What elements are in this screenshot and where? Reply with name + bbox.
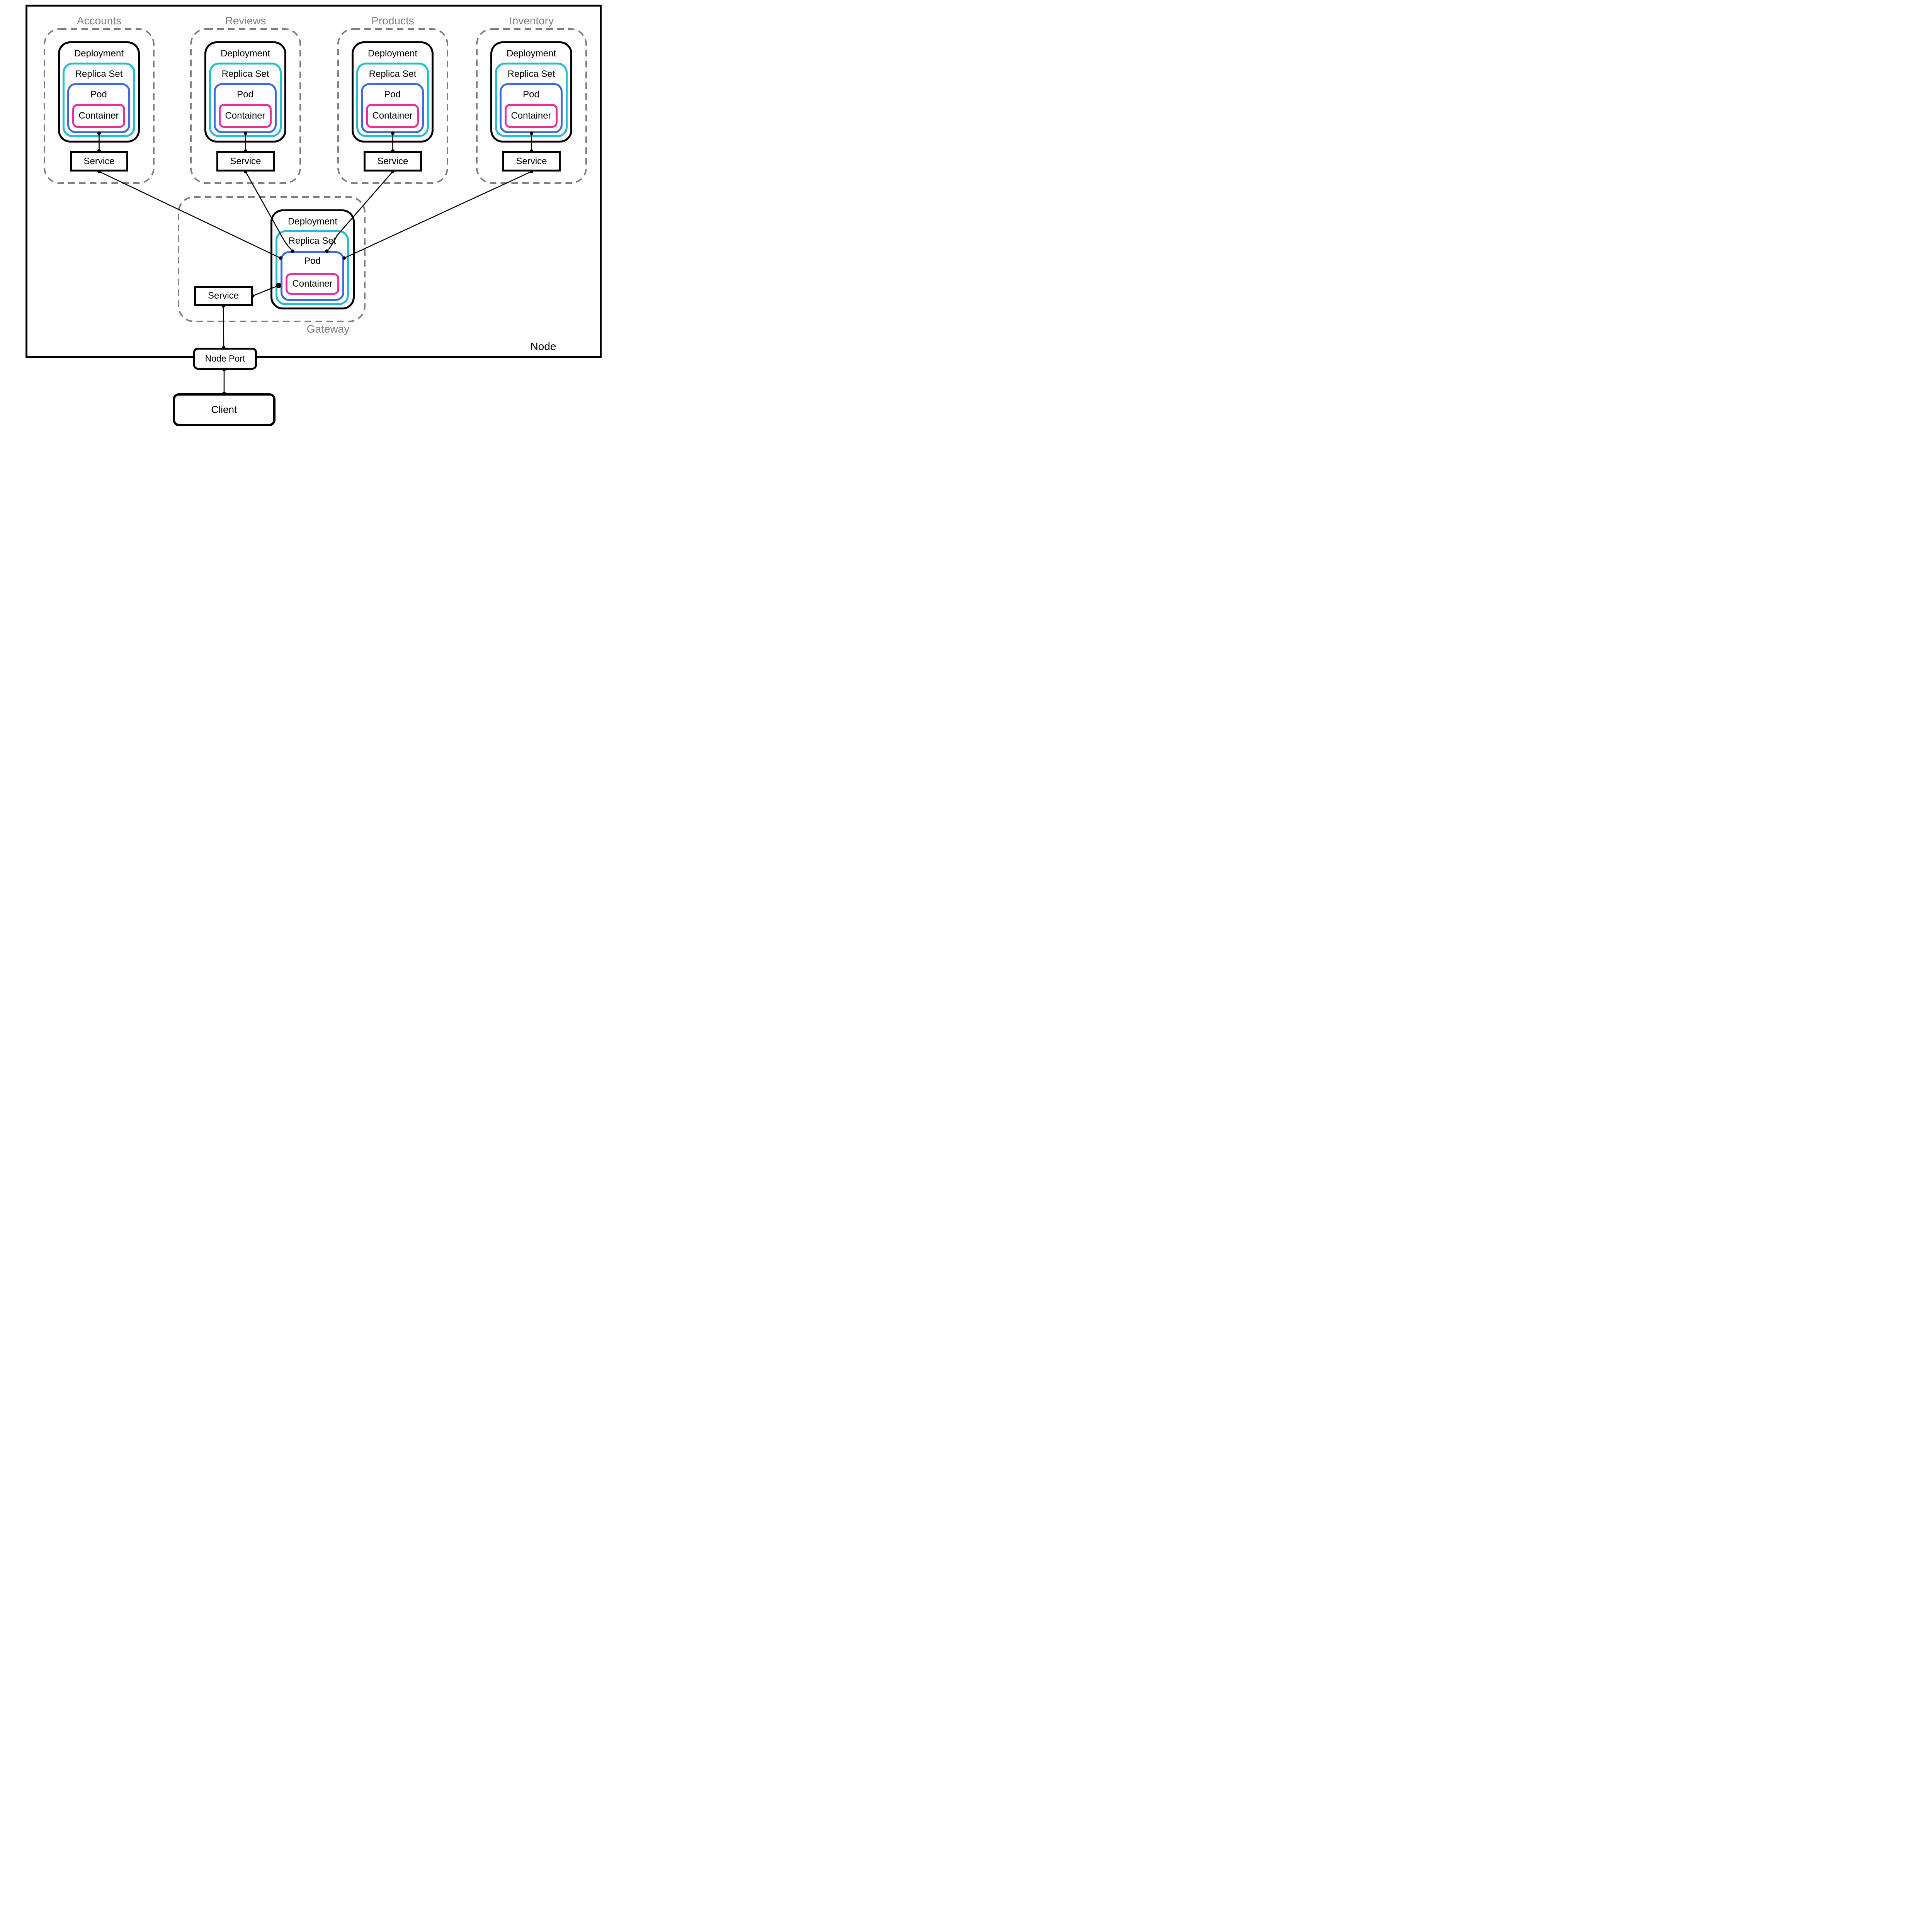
inventory-container-box: Container xyxy=(505,104,558,128)
client-box: Client xyxy=(173,393,276,426)
gateway-deployment-label: Deployment xyxy=(287,216,338,227)
accounts-deployment-box: Deployment Replica Set Pod Container xyxy=(58,41,140,143)
products-container-label: Container xyxy=(372,110,413,121)
gateway-container-box: Container xyxy=(286,273,339,295)
accounts-replicaset-label: Replica Set xyxy=(75,69,123,79)
inventory-replicaset-box: Replica Set Pod Container xyxy=(495,63,568,137)
group-label-gateway: Gateway xyxy=(306,323,350,335)
reviews-pod-label: Pod xyxy=(237,89,253,100)
gateway-pod-box: Pod Container xyxy=(281,251,344,301)
reviews-container-label: Container xyxy=(225,110,265,121)
service-group-gateway: Deployment Replica Set Pod Container Ser… xyxy=(179,197,365,321)
products-service-box: Service xyxy=(364,151,422,172)
products-deployment-box: Deployment Replica Set Pod Container xyxy=(352,41,434,143)
reviews-pod-box: Pod Container xyxy=(214,83,277,133)
accounts-deployment-label: Deployment xyxy=(74,48,124,59)
group-label-accounts: Accounts xyxy=(77,15,122,27)
service-group-reviews: Reviews Deployment Replica Set Pod Conta… xyxy=(191,15,300,183)
products-pod-label: Pod xyxy=(384,89,401,100)
group-label-reviews: Reviews xyxy=(225,15,266,27)
inventory-deployment-box: Deployment Replica Set Pod Container xyxy=(490,41,572,143)
node-boundary-box xyxy=(26,5,602,358)
kubernetes-architecture-diagram: Node Accounts Deployment Replica Set Pod… xyxy=(0,0,606,429)
service-group-accounts: Accounts Deployment Replica Set Pod Cont… xyxy=(44,15,154,183)
products-pod-box: Pod Container xyxy=(361,83,424,133)
gateway-container-label: Container xyxy=(292,279,333,289)
reviews-replicaset-label: Replica Set xyxy=(221,69,269,79)
products-deployment-label: Deployment xyxy=(367,48,418,59)
service-group-inventory: Inventory Deployment Replica Set Pod Con… xyxy=(477,15,586,183)
reviews-deployment-label: Deployment xyxy=(220,48,270,59)
gateway-replicaset-box: Replica Set Pod Container xyxy=(276,230,349,305)
accounts-pod-box: Pod Container xyxy=(67,83,130,133)
inventory-pod-label: Pod xyxy=(523,89,539,100)
products-replicaset-label: Replica Set xyxy=(369,69,417,79)
reviews-replicaset-box: Replica Set Pod Container xyxy=(209,63,282,137)
group-label-inventory: Inventory xyxy=(509,15,554,27)
products-replicaset-box: Replica Set Pod Container xyxy=(356,63,429,137)
gateway-deployment-box: Deployment Replica Set Pod Container xyxy=(270,209,355,309)
group-label-products: Products xyxy=(371,15,414,27)
accounts-container-label: Container xyxy=(78,110,119,121)
reviews-service-box: Service xyxy=(216,151,275,172)
accounts-container-box: Container xyxy=(72,104,125,128)
gateway-service-box: Service xyxy=(194,286,253,306)
inventory-deployment-label: Deployment xyxy=(506,48,556,59)
node-label: Node xyxy=(530,340,556,352)
accounts-pod-label: Pod xyxy=(90,89,107,100)
gateway-pod-label: Pod xyxy=(304,256,321,266)
products-container-box: Container xyxy=(366,104,419,128)
inventory-container-label: Container xyxy=(511,110,551,121)
reviews-container-box: Container xyxy=(219,104,272,128)
service-group-products: Products Deployment Replica Set Pod Cont… xyxy=(338,15,447,183)
reviews-deployment-box: Deployment Replica Set Pod Container xyxy=(204,41,286,143)
node-port-box: Node Port xyxy=(193,348,257,370)
accounts-replicaset-box: Replica Set Pod Container xyxy=(63,63,135,137)
accounts-service-box: Service xyxy=(70,151,128,172)
inventory-pod-box: Pod Container xyxy=(500,83,563,133)
inventory-service-box: Service xyxy=(502,151,561,172)
gateway-replicaset-label: Replica Set xyxy=(288,236,336,246)
inventory-replicaset-label: Replica Set xyxy=(507,69,555,79)
